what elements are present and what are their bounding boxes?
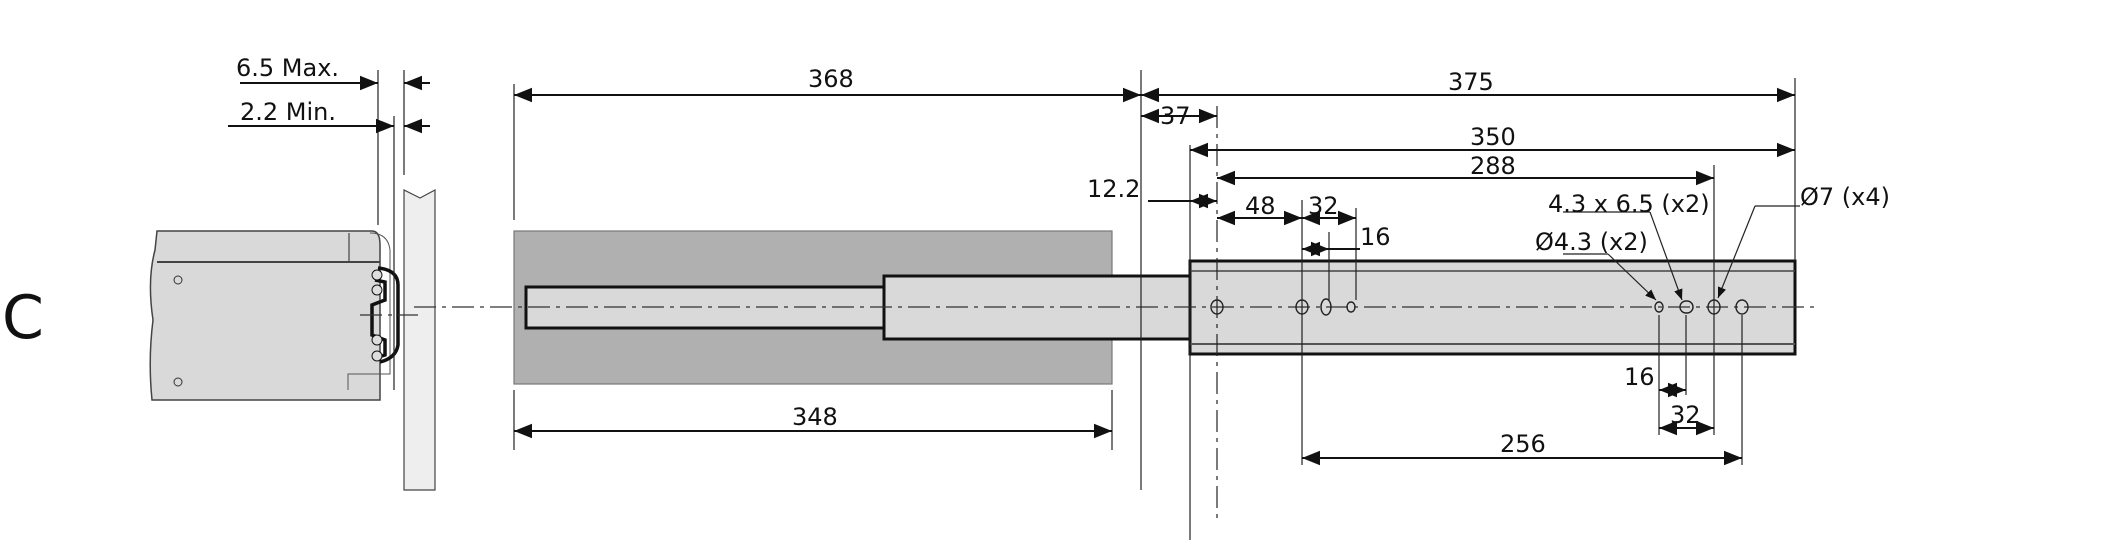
drawer-length-label: 348	[792, 403, 838, 431]
small-hole-label: Ø4.3 (x2)	[1535, 228, 1648, 256]
hole-span-288-label: 288	[1470, 152, 1516, 180]
slot-icon	[1679, 300, 1694, 314]
large-hole-label: Ø7 (x4)	[1800, 183, 1890, 211]
small-hole-icon	[1654, 301, 1664, 313]
offset-37-label: 37	[1160, 102, 1191, 130]
spacing-16-top-label: 16	[1360, 223, 1391, 251]
view-label: C	[2, 283, 44, 353]
drawer-side-section	[149, 230, 418, 401]
spacing-16-bottom-label: 16	[1624, 363, 1655, 391]
leader-lines	[1563, 205, 1800, 301]
small-hole-icon	[1346, 301, 1356, 313]
slot-label: 4.3 x 6.5 (x2)	[1548, 190, 1710, 218]
offset-12-2-label: 12.2	[1087, 175, 1140, 203]
slot-icon	[1320, 298, 1332, 316]
rail-length-label: 350	[1470, 123, 1516, 151]
spacing-48-label: 48	[1245, 192, 1276, 220]
large-hole-icon	[1735, 299, 1749, 315]
overall-left-label: 368	[808, 65, 854, 93]
spacing-256-label: 256	[1500, 430, 1546, 458]
max-gap-label: 6.5 Max.	[236, 54, 339, 82]
overall-right-label: 375	[1448, 68, 1494, 96]
cabinet-wall	[403, 189, 436, 491]
spacing-32-bottom-label: 32	[1670, 401, 1701, 429]
min-gap-label: 2.2 Min.	[240, 98, 336, 126]
dimension-lines	[228, 75, 1795, 466]
spacing-32-top-label: 32	[1308, 192, 1339, 220]
